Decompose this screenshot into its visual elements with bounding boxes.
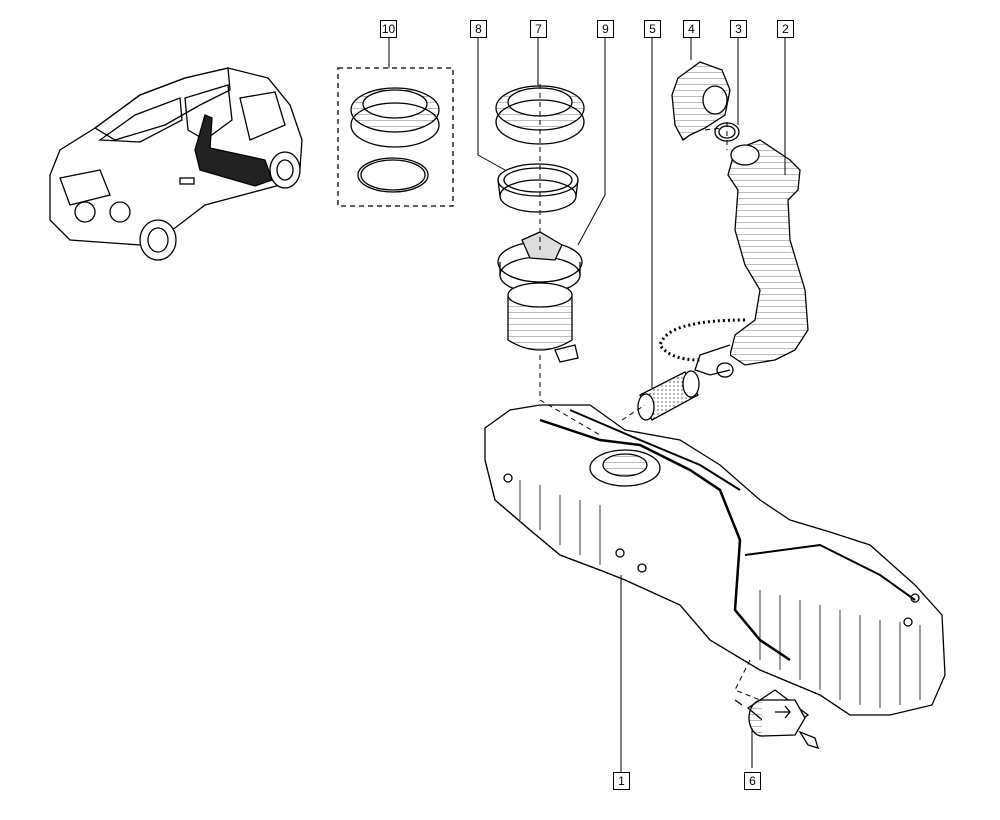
callout-4: 4 bbox=[683, 20, 700, 38]
callout-5: 5 bbox=[644, 20, 661, 38]
callout-9: 9 bbox=[597, 20, 614, 38]
part-10-ring-kit bbox=[337, 67, 454, 207]
part-6-fuel-filter bbox=[734, 689, 819, 749]
callout-6: 6 bbox=[744, 772, 761, 790]
leader-lines bbox=[388, 38, 786, 772]
car-illustration bbox=[49, 67, 303, 261]
callout-10: 10 bbox=[380, 20, 397, 38]
part-2-filler-neck bbox=[658, 139, 809, 378]
callout-8: 8 bbox=[470, 20, 487, 38]
callout-2: 2 bbox=[777, 20, 794, 38]
callout-7: 7 bbox=[530, 20, 547, 38]
part-8-seal bbox=[497, 163, 579, 213]
part-4-filler-cap bbox=[671, 61, 731, 141]
part-5-hose bbox=[637, 370, 700, 421]
part-9-fuel-pump bbox=[497, 231, 583, 363]
assembly-guide-lines bbox=[539, 84, 761, 701]
callout-3: 3 bbox=[730, 20, 747, 38]
callout-1: 1 bbox=[613, 772, 630, 790]
part-1-fuel-tank bbox=[484, 404, 946, 716]
